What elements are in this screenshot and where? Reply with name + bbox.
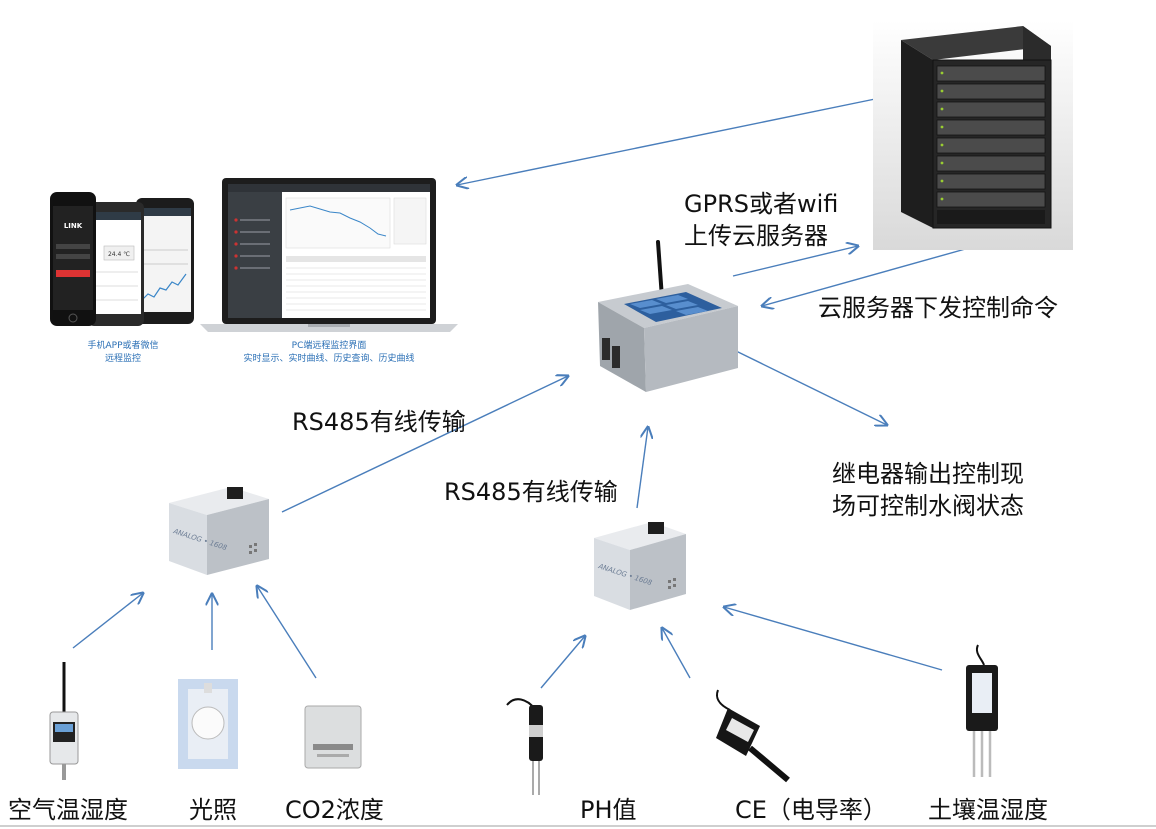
touchscreen-gateway-icon	[598, 240, 738, 392]
sensor-light	[178, 679, 238, 769]
sensor-label-light: 光照	[189, 796, 237, 824]
arrow-ph-to-collector	[540, 636, 585, 689]
bottom-divider	[0, 825, 1156, 827]
arrow-gateway-to-relay	[733, 349, 887, 425]
label-relay-line2: 场可控制水阀状态	[832, 492, 1024, 520]
pc-caption-line1: PC端远程监控界面	[291, 341, 367, 351]
gateway-controller	[592, 240, 742, 396]
sensor-label-co2: CO2浓度	[285, 796, 384, 824]
server-rack-icon	[873, 20, 1073, 250]
collector-right: ANALOG • 1608	[590, 520, 690, 615]
thermo-hygrometer-icon	[49, 662, 79, 780]
arrow-server-to-pc	[457, 97, 881, 185]
arrow-gateway-to-server	[732, 246, 858, 277]
smartphone-icon: 24.4 ℃ LINK	[50, 192, 194, 326]
arrow-server-to-gateway	[762, 245, 977, 306]
label-relay-line1: 继电器输出控制现	[832, 460, 1024, 488]
label-download: 云服务器下发控制命令	[818, 294, 1058, 322]
arrow-soil-to-collector	[724, 607, 943, 671]
label-upload-line1: GPRS或者wifi	[684, 190, 839, 218]
sensor-label-ph: PH值	[580, 796, 637, 824]
collector-left: ANALOG • 1608	[165, 485, 273, 580]
phone-caption-line2: 远程监控	[104, 354, 141, 364]
sensor-air	[44, 662, 84, 782]
arrow-right-collector-to-gateway	[636, 427, 648, 509]
collector-box-icon: ANALOG • 1608	[169, 487, 269, 575]
ph-probe-icon	[506, 698, 543, 795]
label-rs485-right: RS485有线传输	[444, 478, 618, 506]
sensor-ce	[710, 686, 800, 786]
pc-caption-line2: 实时显示、实时曲线、历史查询、历史曲线	[243, 354, 415, 364]
phone-caption-line1: 手机APP或者微信	[87, 341, 159, 351]
arrow-co2-to-collector	[257, 586, 317, 679]
mobile-app-screens: 24.4 ℃ LINK	[48, 190, 198, 330]
label-upload-line2: 上传云服务器	[684, 222, 828, 250]
cloud-server	[873, 20, 1073, 250]
co2-sensor-icon	[304, 705, 362, 769]
light-sensor-icon	[178, 679, 238, 769]
label-rs485-left: RS485有线传输	[292, 408, 466, 436]
laptop-icon	[200, 178, 458, 332]
pc-caption: PC端远程监控界面 实时显示、实时曲线、历史查询、历史曲线	[222, 340, 436, 366]
conductivity-probe-icon	[716, 689, 790, 783]
collector-box-icon: ANALOG • 1608	[594, 522, 686, 610]
phone-logo: LINK	[64, 222, 83, 230]
arrow-ce-to-collector	[662, 628, 691, 679]
arrow-left-collector-to-gateway	[281, 376, 568, 513]
soil-probe-icon	[966, 644, 998, 777]
sensor-label-air: 空气温湿度	[8, 796, 128, 824]
sensor-soil	[958, 643, 1008, 783]
pc-laptop	[200, 176, 458, 336]
arrow-air-to-collector	[72, 593, 143, 649]
phone-reading: 24.4 ℃	[108, 251, 130, 258]
sensor-ph	[505, 695, 565, 800]
sensor-label-soil: 土壤温湿度	[928, 796, 1048, 824]
sensor-label-ce: CE（电导率）	[735, 796, 887, 824]
sensor-co2	[303, 704, 363, 770]
phone-caption: 手机APP或者微信 远程监控	[48, 340, 198, 366]
